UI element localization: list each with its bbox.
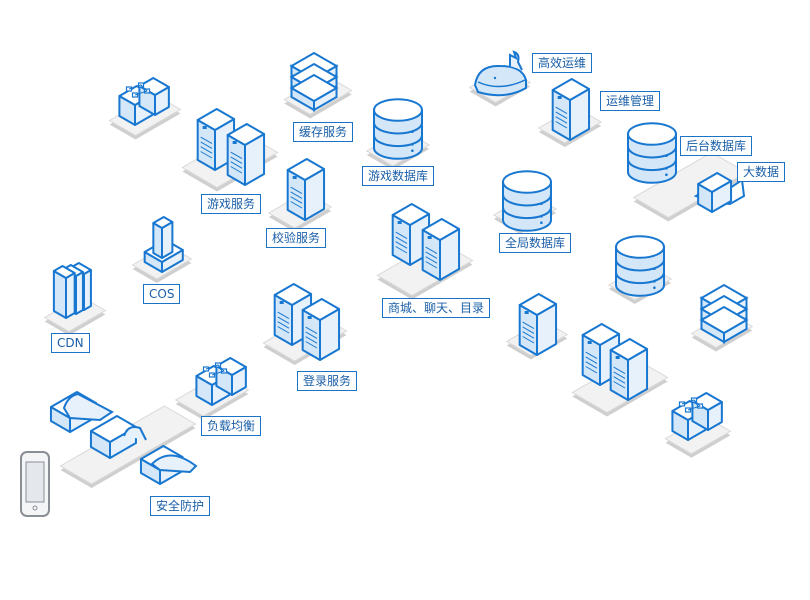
network-nodes (678, 397, 704, 413)
cdn-file-1 (52, 265, 76, 319)
verify-server-icon (286, 158, 326, 221)
lock-shackle (123, 426, 147, 441)
building-block-b (215, 357, 247, 396)
label-verify-service: 校验服务 (266, 228, 327, 248)
game-db-icon (373, 98, 423, 160)
label-big-data: 大数据 (737, 162, 786, 182)
ops-server-icon (551, 78, 591, 141)
label-cos: COS (143, 284, 181, 304)
label-login-service: 登录服务 (297, 371, 358, 391)
label-cache-service: 缓存服务 (293, 122, 354, 142)
shield-top (62, 392, 114, 422)
mall-server-2-icon (421, 218, 461, 281)
label-security: 安全防护 (150, 496, 211, 516)
cache-right-icon (699, 283, 749, 344)
network-nodes (202, 362, 228, 378)
label-ops-management: 运维管理 (600, 91, 661, 111)
game-server-2-icon (226, 123, 266, 186)
cache-stack-icon (289, 51, 339, 112)
label-game-db: 游戏数据库 (362, 166, 435, 186)
label-efficient-ops: 高效运维 (532, 53, 593, 73)
db-right-icon (615, 235, 665, 297)
label-game-service: 游戏服务 (201, 194, 262, 214)
mobile-phone-icon (20, 451, 50, 517)
cos-tower (152, 216, 174, 259)
label-cdn: CDN (51, 333, 90, 353)
global-db-icon (502, 170, 552, 232)
label-global-db: 全局数据库 (499, 233, 572, 253)
single-server-icon (518, 293, 558, 356)
building-block-b (691, 392, 723, 431)
backend-db-icon (627, 122, 677, 184)
label-backend-db: 后台数据库 (680, 136, 753, 156)
whale-icon (473, 50, 527, 97)
label-mall-chat-dir: 商城、聊天、目录 (382, 298, 491, 318)
label-load-balance: 负载均衡 (201, 416, 262, 436)
pair-server-2-icon (609, 338, 649, 401)
umbrella-top (150, 454, 198, 474)
login-server-2-icon (301, 298, 341, 361)
network-nodes (125, 82, 151, 98)
star-body (697, 172, 733, 213)
